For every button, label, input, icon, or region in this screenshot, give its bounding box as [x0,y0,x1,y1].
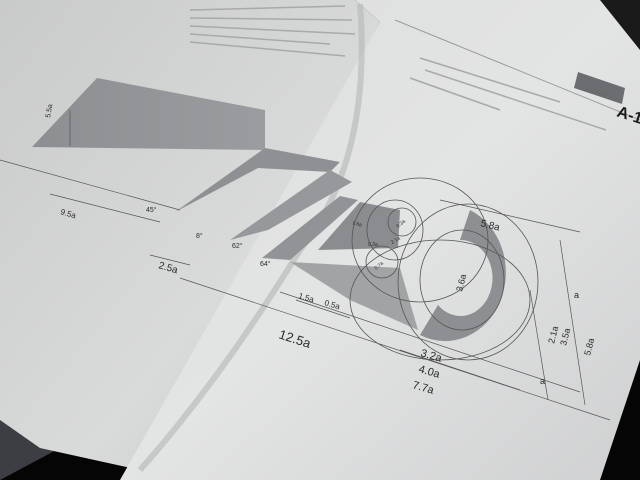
logo-bar-diagonal-2 [262,196,358,260]
dim-small-r2: 0.3a [395,219,406,230]
dim-small-r1: 0.7a [373,261,384,272]
dim-gap: 2.5a [157,260,179,276]
dim-35: 3.5a [558,327,572,346]
angle-62: 62° [232,242,243,250]
logo-stem [318,202,400,250]
dim-77: 7.7a [411,379,436,397]
dim-21: 2.1a [546,325,560,344]
body-text-lines [189,5,607,131]
angle-64: 64° [260,260,271,268]
header-chip [574,72,625,104]
dim-small-16a: 1.6a [351,220,362,229]
header-rule [394,19,640,121]
dim-small-21a: 2.1a [390,236,402,246]
dim-40: 4.0a [417,363,442,381]
dim-circle-height: 5.8a [582,337,596,356]
logo-base [290,262,418,330]
dim-32: 3.2a [419,347,444,365]
construction-circles [349,177,539,361]
dim-left-block-width: 9.5a [59,207,77,220]
angle-45: 45° [146,206,157,214]
dim-a-upper: a [574,290,579,300]
angle-8: 8° [196,232,203,240]
dim-left-block-height: 5.5a [45,104,54,119]
dim-a-lower: a [540,376,545,386]
dim-circle-width: 5.8a [479,218,501,233]
logo-bar-diagonal-1 [230,170,352,240]
logo-bar-top [175,148,340,212]
logo-ring [420,210,506,342]
dimension-lines [0,110,611,421]
dim-inner-circle: 3.6a [454,273,468,292]
book-edge-bottom [0,418,60,480]
dim-small-03a: 0.3a [368,242,378,248]
logo-block-left [32,78,265,150]
dim-stroke-a: 1.5a [297,291,315,304]
dim-stroke-b: 0.5a [323,298,341,311]
